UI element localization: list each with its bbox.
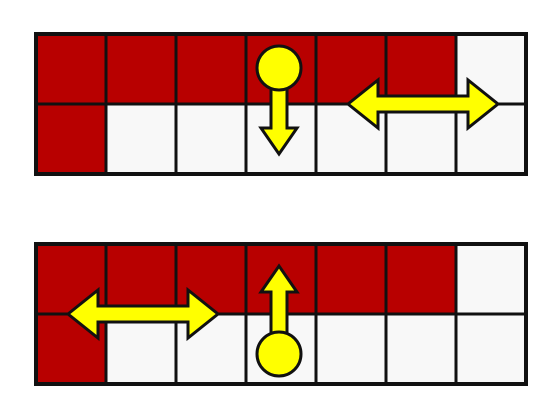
empty-cell: [174, 102, 248, 176]
empty-cell: [454, 312, 528, 386]
panel-top: [34, 32, 528, 176]
filled-cell: [174, 32, 248, 106]
filled-cell: [314, 242, 388, 316]
empty-cell: [104, 102, 178, 176]
filled-cell: [104, 242, 178, 316]
empty-cell: [384, 102, 458, 176]
pin-circle-icon: [255, 330, 303, 378]
grid-border: [34, 32, 528, 176]
filled-cell: [104, 32, 178, 106]
empty-cell: [314, 312, 388, 386]
empty-cell: [384, 312, 458, 386]
filled-cell: [34, 32, 108, 106]
filled-cell: [384, 32, 458, 106]
filled-cell: [34, 102, 108, 176]
empty-cell: [454, 242, 528, 316]
grid-border: [34, 242, 528, 386]
panel-bottom: [34, 242, 528, 386]
double-arrow-icon: [65, 286, 221, 342]
double-arrow-icon: [345, 76, 501, 132]
pin-circle-icon: [255, 44, 303, 92]
filled-cell: [384, 242, 458, 316]
empty-cell: [104, 312, 178, 386]
